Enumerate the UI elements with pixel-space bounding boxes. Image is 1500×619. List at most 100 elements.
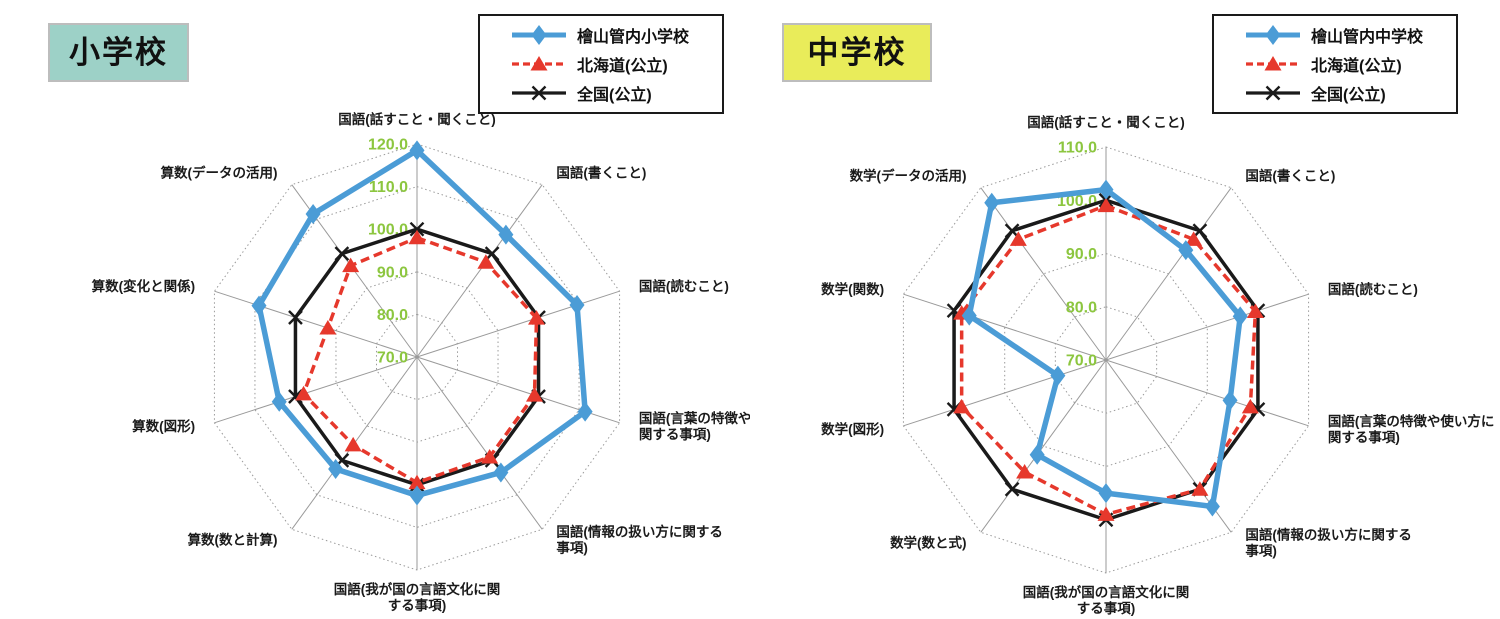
triangle-marker-icon bbox=[344, 436, 362, 452]
x-marker-icon bbox=[334, 246, 350, 261]
diamond-marker-icon bbox=[569, 295, 585, 316]
legend-triangle-icon bbox=[1246, 55, 1300, 71]
triangle-marker-icon bbox=[528, 310, 546, 325]
axis-label: 数学(データの活用) bbox=[850, 167, 967, 183]
triangle-marker-icon bbox=[1009, 231, 1027, 246]
diamond-marker-icon bbox=[271, 391, 287, 412]
axis-label: 国語(言葉の特徴や使い方に関する事項) bbox=[639, 410, 750, 442]
axis-label: 国語(読むこと) bbox=[1328, 281, 1418, 297]
diamond-marker-icon bbox=[961, 305, 977, 326]
axis-labels: 国語(話すこと・聞くこと) 国語(書くこと) 国語(読むこと) 国語(言葉の特徴や使い… bbox=[92, 111, 750, 613]
triangle-marker-icon bbox=[1097, 197, 1115, 213]
series-local bbox=[961, 179, 1248, 517]
triangle-marker-icon bbox=[530, 55, 548, 71]
diamond-marker-icon bbox=[1222, 390, 1238, 411]
legend-x-icon bbox=[1246, 85, 1300, 101]
radial-tick-label: 100.0 bbox=[368, 222, 408, 239]
radial-tick-label: 90.0 bbox=[377, 264, 408, 281]
legend-label: 檜山管内中学校 bbox=[1311, 28, 1424, 46]
triangle-marker-icon bbox=[477, 254, 495, 269]
axis-label: 国語(話すこと・聞くこと) bbox=[338, 111, 496, 127]
diamond-marker-icon bbox=[251, 295, 267, 316]
legend-box-middle: 檜山管内中学校 北海道(公立) 全国(公立) bbox=[1212, 14, 1458, 114]
axis-label: 国語(我が国の言語文化に関する事項) bbox=[1023, 584, 1190, 616]
x-marker-icon bbox=[1250, 402, 1266, 417]
axis-label: 国語(書くこと) bbox=[556, 164, 646, 180]
x-marker-icon bbox=[1004, 223, 1020, 239]
diamond-marker-icon bbox=[1098, 179, 1114, 200]
legend-label: 全国(公立) bbox=[1311, 87, 1386, 105]
legend-triangle-icon bbox=[512, 55, 566, 71]
triangle-marker-icon bbox=[342, 257, 360, 273]
triangle-marker-icon bbox=[1016, 464, 1034, 479]
legend-label: 全国(公立) bbox=[577, 87, 652, 105]
series-hokkaido bbox=[295, 229, 546, 490]
x-marker-icon bbox=[946, 303, 962, 318]
axis-label: 国語(読むこと) bbox=[639, 278, 729, 294]
triangle-marker-icon bbox=[1241, 398, 1259, 414]
radial-tick-label: 80.0 bbox=[1066, 299, 1097, 316]
diamond-marker-icon bbox=[1098, 483, 1114, 504]
legend-diamond-icon bbox=[512, 24, 566, 45]
triangle-marker-icon bbox=[1191, 481, 1209, 496]
x-marker-icon bbox=[288, 389, 303, 404]
legend-item: 全国(公立) bbox=[1244, 81, 1456, 105]
legend-label: 北海道(公立) bbox=[1311, 57, 1402, 75]
diamond-marker-icon bbox=[305, 203, 321, 224]
triangle-marker-icon bbox=[1185, 231, 1203, 246]
legend-item: 全国(公立) bbox=[510, 81, 722, 105]
legend-box-elementary: 檜山管内小学校 北海道(公立) 全国(公立) bbox=[478, 14, 724, 114]
triangle-marker-icon bbox=[1097, 506, 1115, 521]
diamond-marker-icon bbox=[1232, 306, 1248, 327]
legend-item: 檜山管内小学校 bbox=[510, 23, 722, 47]
radar-chart-elementary: 70.080.090.0100.0110.0120.0国語(話すこと・聞くこと)… bbox=[92, 111, 750, 613]
diamond-marker-icon bbox=[1204, 496, 1220, 517]
axis-label: 国語(書くこと) bbox=[1245, 167, 1335, 183]
diamond-marker-icon bbox=[1029, 444, 1045, 465]
axis-label: 国語(情報の扱い方に関する事項) bbox=[556, 524, 723, 556]
x-marker-icon bbox=[531, 85, 547, 101]
x-marker-icon bbox=[1004, 481, 1020, 497]
legend-item: 檜山管内中学校 bbox=[1244, 23, 1456, 47]
panel-title-middle: 中学校 bbox=[782, 23, 932, 82]
x-marker-icon bbox=[409, 221, 425, 237]
axis-label: 国語(我が国の言語文化に関する事項) bbox=[334, 581, 501, 613]
axis-label: 数学(関数) bbox=[821, 281, 884, 297]
axis-label: 数学(数と式) bbox=[890, 535, 967, 551]
series-local bbox=[251, 140, 593, 506]
diamond-marker-icon bbox=[328, 459, 344, 480]
diamond-marker-icon bbox=[1050, 365, 1066, 386]
radial-tick-label: 80.0 bbox=[377, 307, 408, 324]
axis-label: 算数(数と計算) bbox=[188, 532, 278, 548]
axis-label: 国語(言葉の特徴や使い方に関する事項) bbox=[1328, 413, 1495, 445]
triangle-marker-icon bbox=[1246, 303, 1264, 318]
triangle-marker-icon bbox=[481, 448, 499, 464]
axis-label: 数学(図形) bbox=[821, 421, 884, 437]
panel-title-elementary: 小学校 bbox=[48, 23, 189, 82]
radar-grid bbox=[213, 143, 621, 571]
radial-tick-label: 110.0 bbox=[1058, 140, 1097, 157]
triangle-marker-icon bbox=[953, 398, 971, 414]
radial-tick-label: 110.0 bbox=[369, 179, 408, 196]
legend-diamond-icon bbox=[1246, 24, 1300, 45]
axis-labels: 国語(話すこと・聞くこと) 国語(書くこと) 国語(読むこと) 国語(言葉の特徴や使い… bbox=[821, 114, 1494, 616]
legend-item: 北海道(公立) bbox=[510, 52, 722, 76]
radar-chart-middle: 70.080.090.0100.0110.0国語(話すこと・聞くこと)国語(書く… bbox=[821, 114, 1494, 616]
radial-tick-label: 70.0 bbox=[1066, 353, 1097, 370]
axis-label: 国語(話すこと・聞くこと) bbox=[1027, 114, 1185, 130]
diamond-marker-icon bbox=[1265, 24, 1281, 45]
x-marker-icon bbox=[1265, 85, 1281, 101]
diamond-marker-icon bbox=[493, 462, 509, 483]
diamond-marker-icon bbox=[498, 224, 514, 245]
diamond-marker-icon bbox=[531, 24, 547, 45]
legend-item: 北海道(公立) bbox=[1244, 52, 1456, 76]
triangle-marker-icon bbox=[1264, 55, 1282, 71]
radial-tick-label: 120.0 bbox=[368, 137, 408, 154]
axis-label: 国語(情報の扱い方に関する事項) bbox=[1245, 527, 1412, 559]
legend-label: 北海道(公立) bbox=[577, 57, 668, 75]
triangle-marker-icon bbox=[525, 387, 543, 402]
